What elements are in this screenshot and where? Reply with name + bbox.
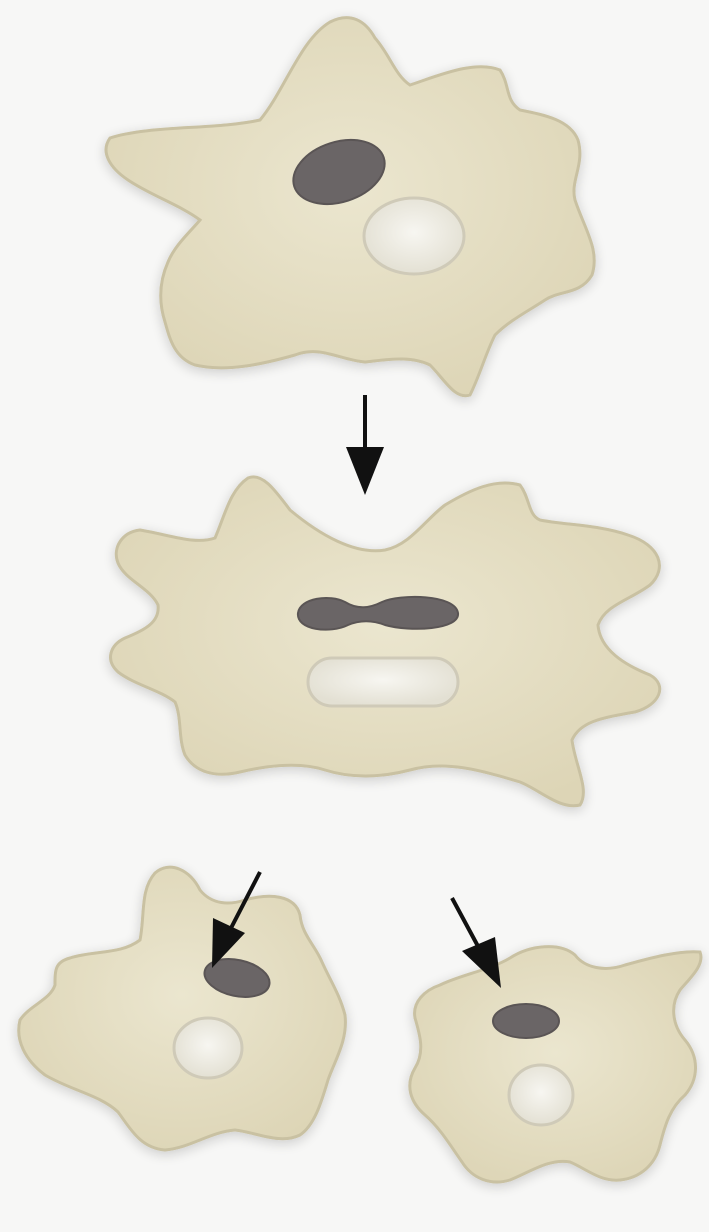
arrow-parent-to-dividing [346, 395, 384, 495]
daughter-cell-right-body [410, 947, 701, 1182]
daughter-cell-left-body [19, 867, 346, 1150]
daughter-cell-left [19, 867, 346, 1150]
parent-cell [106, 18, 594, 396]
dividing-cell [111, 477, 660, 806]
daughter-cell-right [410, 947, 701, 1182]
parent-cell-body [106, 18, 594, 396]
daughter-right-nucleus [493, 1004, 559, 1038]
dividing-cell-body [111, 477, 660, 806]
parent-contractile-vacuole [364, 198, 464, 274]
daughter-left-contractile-vacuole [174, 1018, 242, 1078]
dividing-contractile-vacuole [308, 658, 458, 706]
daughter-right-contractile-vacuole [509, 1065, 573, 1125]
